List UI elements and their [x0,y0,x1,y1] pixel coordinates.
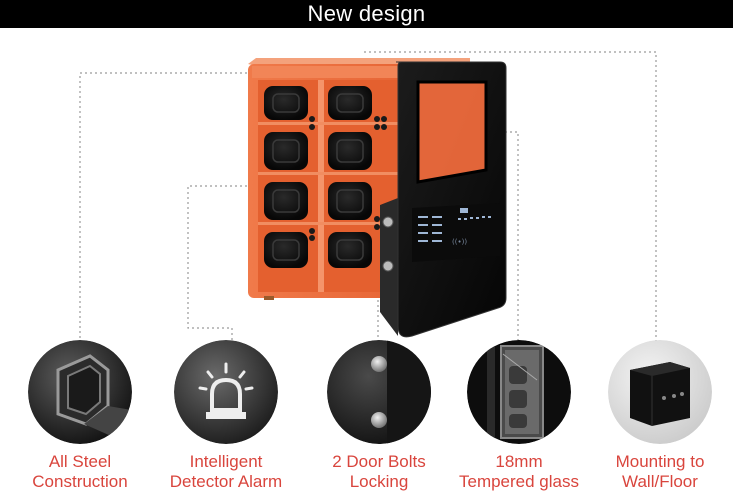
mounting-box-icon [608,340,712,444]
alarm-light-icon [174,340,278,444]
feature-label-line1: Intelligent [189,452,263,471]
svg-text:((•)): ((•)) [452,238,467,246]
steel-shield-icon [28,340,132,444]
door-bolts-icon [327,340,431,444]
feature-door-bolts: 2 Door Bolts Locking [313,340,445,492]
feature-detector-alarm: Intelligent Detector Alarm [160,340,292,492]
feature-steel-construction: All Steel Construction [14,340,146,492]
feature-label-line1: 2 Door Bolts [332,452,426,471]
safe-door: ((•)) [380,61,507,338]
feature-label-line2: Detector Alarm [169,472,283,491]
feature-label-line1: 18mm [495,452,543,471]
feature-label-line2: Locking [349,472,409,491]
feature-label-line2: Construction [32,472,128,491]
feature-label-line1: All Steel [48,452,112,471]
feature-label-line1: Mounting to [615,452,705,471]
feature-tempered-glass: 18mm Tempered glass [453,340,585,492]
tempered-glass-icon [467,340,571,444]
feature-label-line2: Wall/Floor [622,472,698,491]
banner-title: New design [0,0,733,28]
feature-label-line2: Tempered glass [458,472,579,491]
feature-mounting: Mounting to Wall/Floor [594,340,726,492]
